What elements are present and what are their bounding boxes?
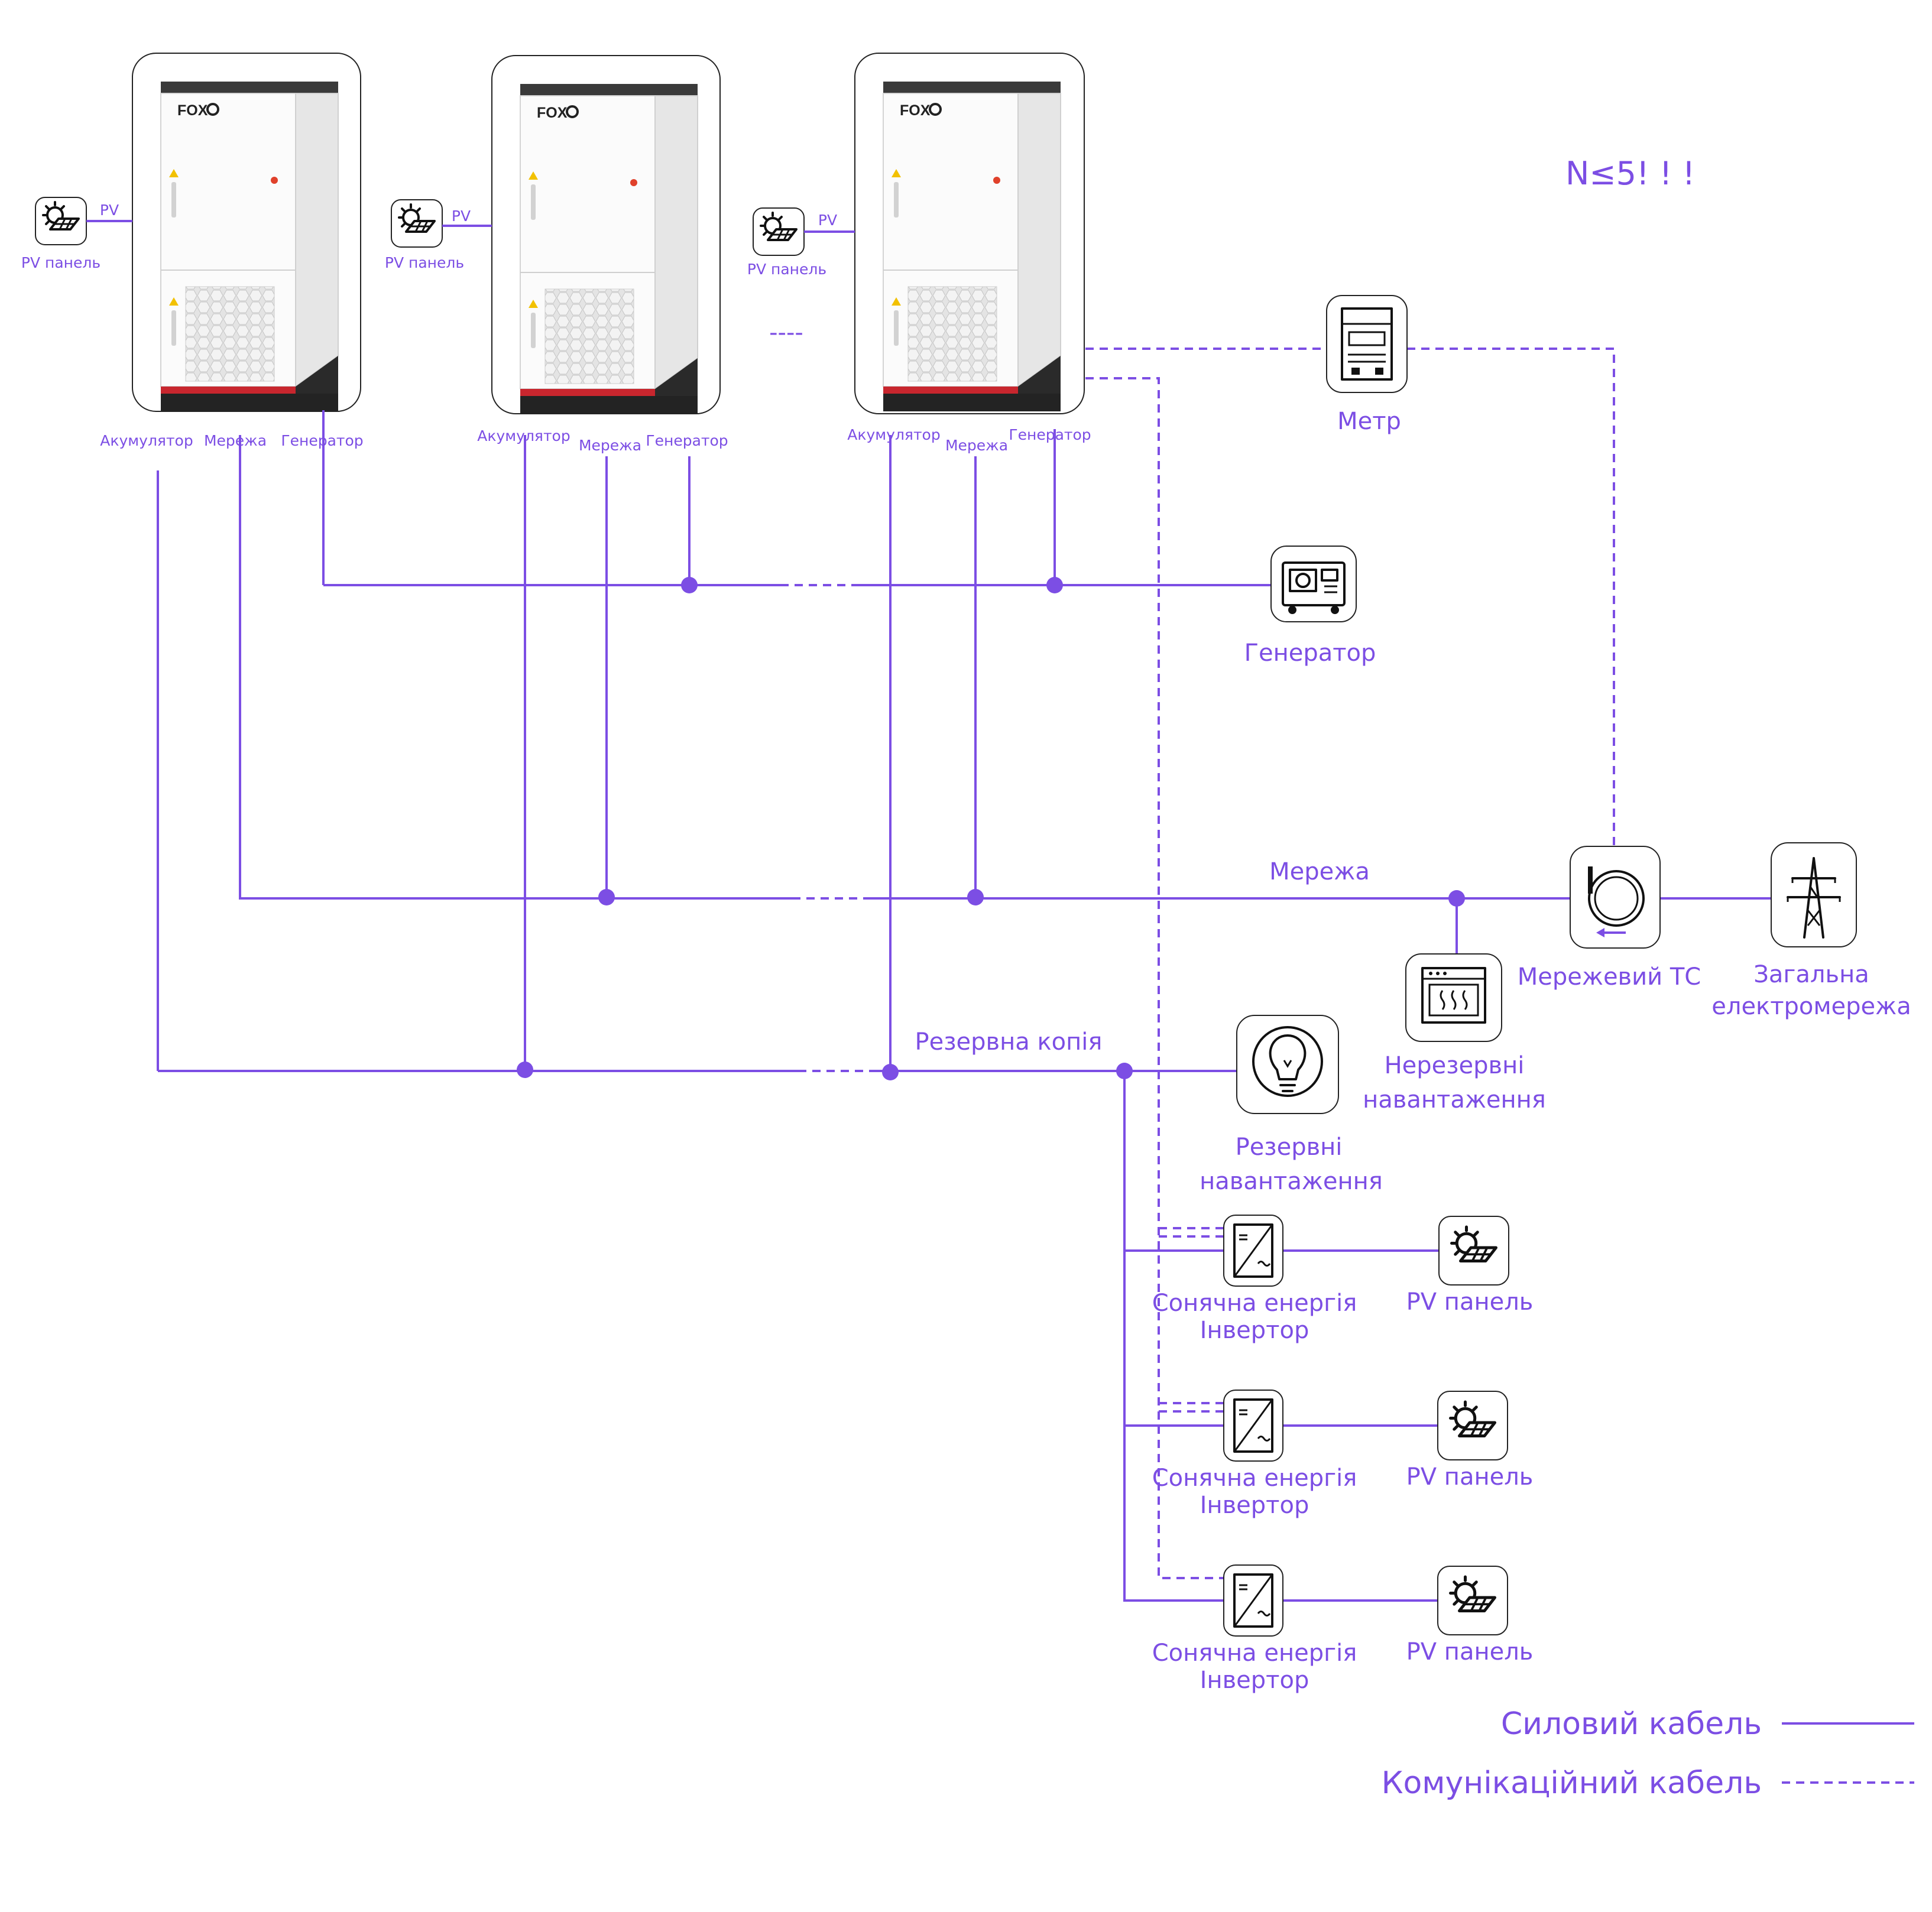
more-inverters-ellipsis: ----	[769, 319, 803, 346]
pv-panel-string-2[interactable]: PV панель	[1406, 1391, 1534, 1491]
svg-text:PV: PV	[452, 207, 471, 225]
brand-logo-mark	[929, 103, 942, 116]
parallel-limit-note: N≤5! ! !	[1565, 155, 1695, 192]
utility-label-line2: електромережа	[1711, 993, 1911, 1020]
pv-panel-inverter-2: PV PV панель	[385, 199, 492, 271]
junction-dots	[517, 577, 1465, 1080]
solar-inverter-2[interactable]: Сонячна енергія Інвертор	[1152, 1390, 1357, 1519]
meter-icon	[1341, 307, 1393, 381]
meter-label: Метр	[1337, 408, 1401, 435]
port-label-generator: Генератор	[1009, 426, 1091, 443]
generator-icon	[1282, 561, 1346, 614]
utility-grid[interactable]: Загальна електромережа	[1711, 842, 1911, 1020]
brand-logo: FOX	[900, 102, 931, 119]
svg-text:PV панель: PV панель	[747, 261, 826, 278]
generator-label: Генератор	[1244, 640, 1376, 667]
utility-label-line1: Загальна	[1753, 961, 1869, 988]
inverter-unit-2[interactable]: FOX	[491, 55, 721, 414]
brand-logo-mark	[206, 103, 219, 116]
port-label-grid: Мережа	[579, 437, 641, 454]
svg-text:PV: PV	[818, 212, 837, 229]
brand-logo-mark	[566, 105, 579, 118]
port-label-battery: Акумулятор	[100, 432, 193, 449]
power-tower-icon	[1787, 857, 1841, 939]
pv-panel-inverter-1: PV PV панель	[21, 197, 132, 271]
brand-logo: FOX	[537, 105, 568, 121]
brand-logo: FOX	[177, 102, 208, 119]
power-cables	[157, 410, 1771, 1602]
solar-inverter-label-line1: Сонячна енергія	[1152, 1465, 1357, 1492]
solar-inverter-label-line1: Сонячна енергія	[1152, 1290, 1357, 1317]
ct-clamp-icon	[1588, 866, 1645, 937]
port-label-grid: Мережа	[204, 432, 267, 449]
grid-bus-label: Мережа	[1269, 858, 1370, 885]
oven-icon	[1421, 967, 1486, 1024]
pv-panel-label: PV панель	[1406, 1288, 1534, 1316]
svg-text:PV: PV	[100, 202, 119, 219]
communication-cables	[1085, 348, 1615, 1579]
pv-panel-label: PV панель	[1406, 1638, 1534, 1666]
port-label-generator: Генератор	[646, 432, 728, 449]
backup-loads-label-line1: Резервні	[1236, 1134, 1343, 1161]
inverter-unit-1[interactable]: FOX	[132, 53, 361, 412]
inverter-unit-3[interactable]: FOX	[854, 53, 1085, 414]
solar-inverter-label-line2: Інвертор	[1200, 1317, 1309, 1344]
pv-panel-string-3[interactable]: PV панель	[1406, 1566, 1534, 1666]
pv-panel-inverter-3: PV PV панель	[747, 207, 855, 278]
solar-inverter-label-line1: Сонячна енергія	[1152, 1640, 1357, 1667]
non-backup-label-line2: навантаження	[1363, 1086, 1546, 1114]
lightbulb-icon	[1252, 1026, 1323, 1097]
non-backup-label-line1: Нерезервні	[1385, 1052, 1525, 1079]
legend-comm-cable-label: Комунікаційний кабель	[1382, 1765, 1762, 1801]
grid-ct[interactable]: Мережевий ТС	[1518, 846, 1701, 991]
solar-inverter-3[interactable]: Сонячна енергія Інвертор	[1152, 1564, 1357, 1694]
backup-loads[interactable]: Резервні навантаження	[1200, 1015, 1383, 1195]
pv-panel-string-1[interactable]: PV панель	[1406, 1216, 1534, 1316]
pv-panel-label: PV панель	[1406, 1463, 1534, 1491]
generator[interactable]: Генератор	[1244, 546, 1376, 667]
solar-inverter-1[interactable]: Сонячна енергія Інвертор	[1152, 1215, 1357, 1344]
svg-text:PV панель: PV панель	[385, 254, 464, 271]
meter[interactable]: Метр	[1326, 295, 1408, 435]
solar-inverter-label-line2: Інвертор	[1200, 1667, 1309, 1694]
port-label-grid: Мережа	[945, 437, 1008, 454]
legend-power-cable-label: Силовий кабель	[1501, 1706, 1762, 1742]
legend: Силовий кабель Комунікаційний кабель	[1382, 1706, 1914, 1801]
solar-inverter-label-line2: Інвертор	[1200, 1492, 1309, 1519]
grid-ct-label: Мережевий ТС	[1518, 963, 1701, 991]
non-backup-loads[interactable]: Нерезервні навантаження	[1363, 953, 1546, 1114]
backup-bus-label: Резервна копія	[915, 1028, 1103, 1056]
port-label-battery: Акумулятор	[847, 426, 940, 443]
svg-text:PV панель: PV панель	[21, 254, 101, 271]
backup-loads-label-line2: навантаження	[1200, 1168, 1383, 1195]
